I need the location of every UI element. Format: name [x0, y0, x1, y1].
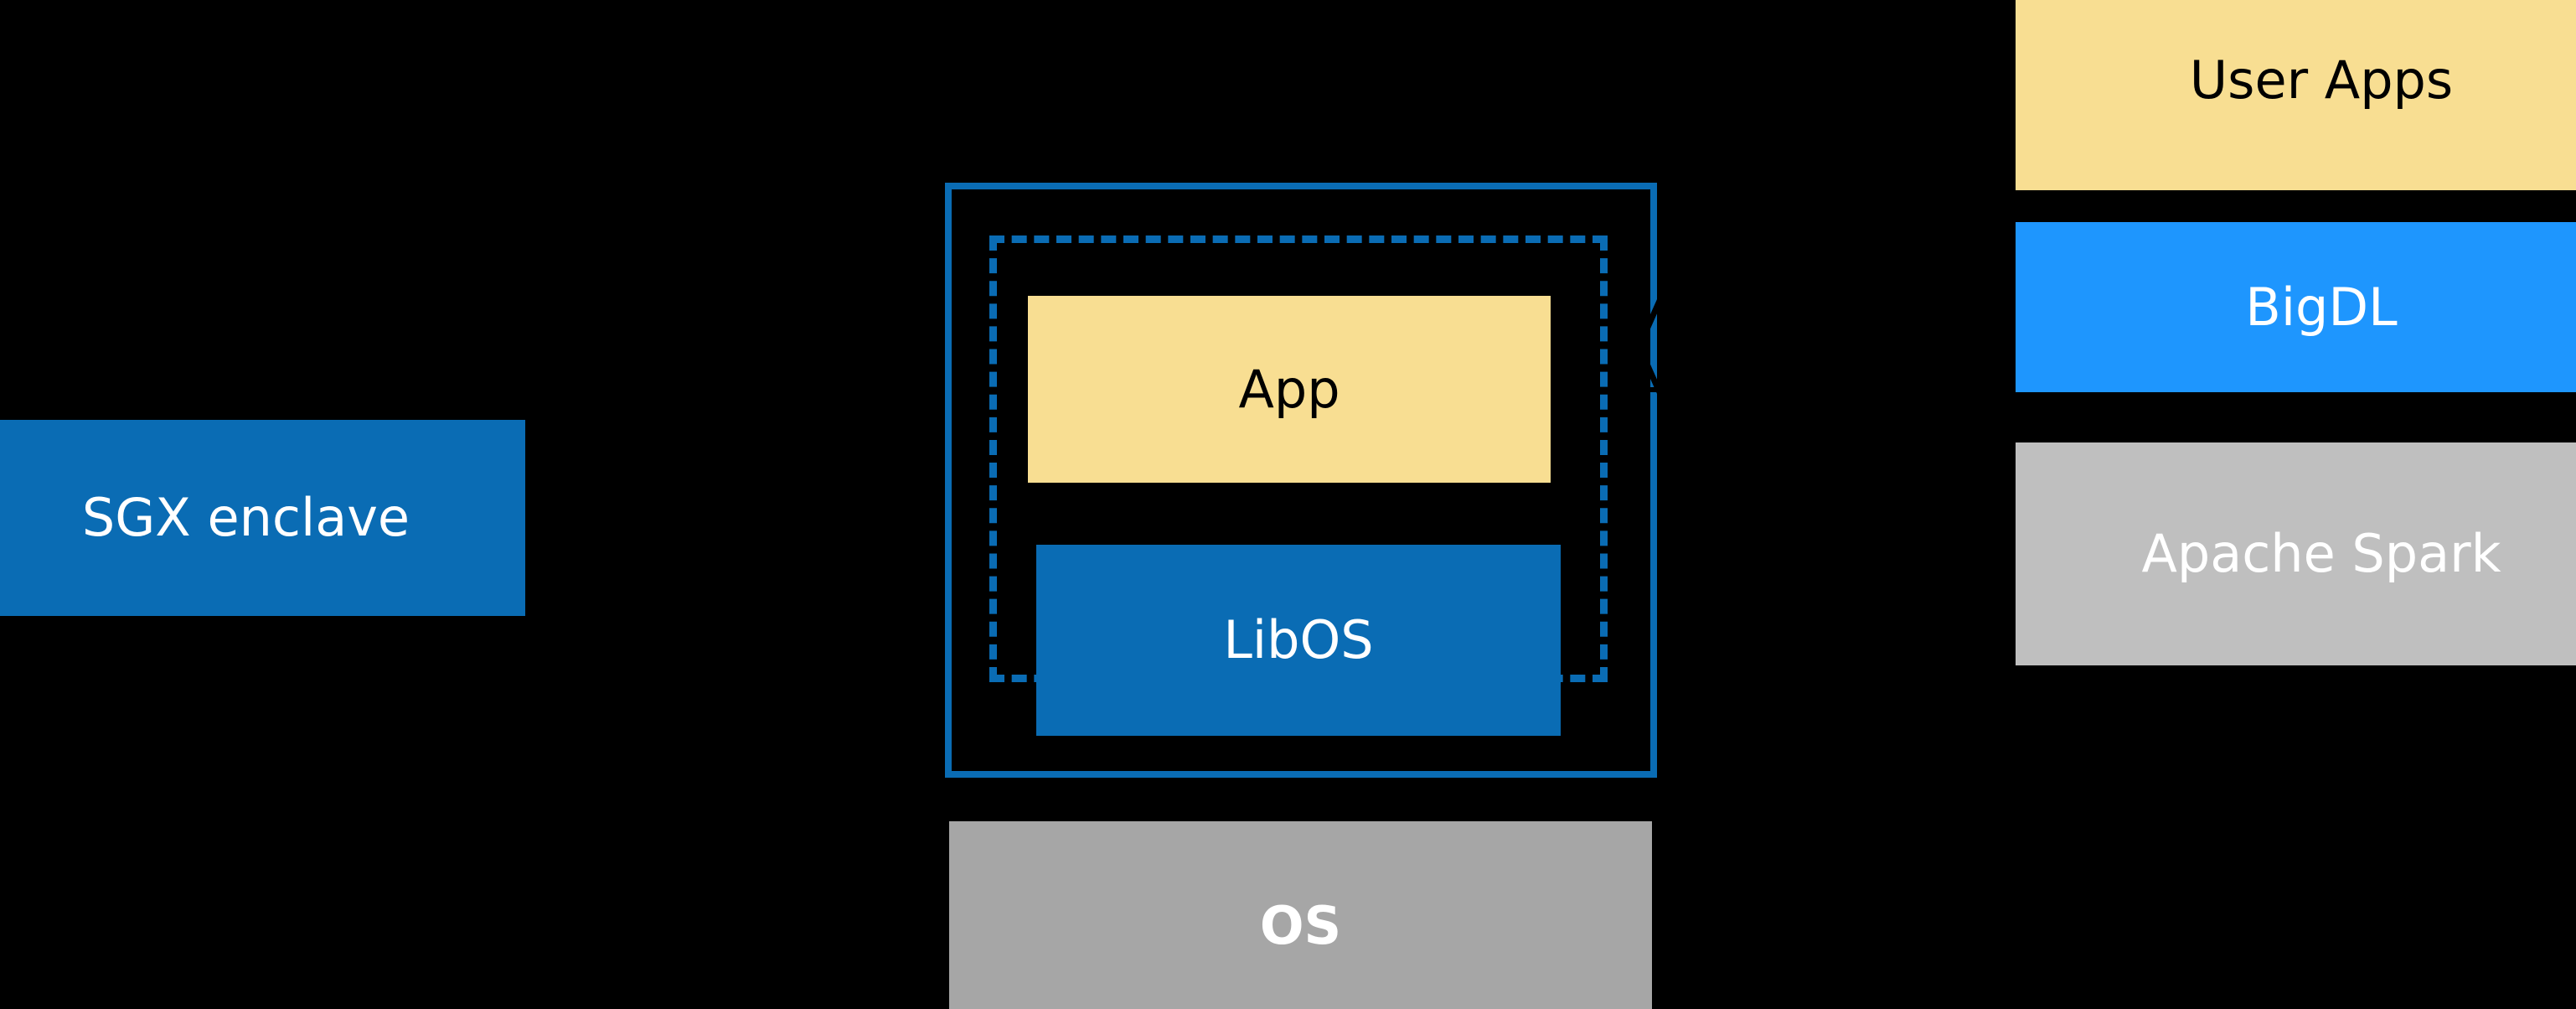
user-apps-box[interactable]: User Apps [2016, 0, 2576, 190]
connector-sgx-to-enclave-line [525, 511, 945, 516]
enclave-outer-frame [945, 183, 1657, 778]
connector-sgx-to-enclave-arrowhead [525, 501, 544, 523]
connector-app-to-userapps-line [1569, 387, 1686, 392]
bigdl-box[interactable]: BigDL [2016, 222, 2576, 392]
app-box[interactable]: App [1028, 296, 1551, 483]
apache-spark-box[interactable]: Apache Spark [2016, 442, 2576, 665]
connector-app-to-userapps-arrowhead [1551, 379, 1569, 401]
os-box[interactable]: OS [949, 821, 1652, 1009]
libos-box[interactable]: LibOS [1036, 545, 1561, 736]
sgx-enclave-box[interactable]: SGX enclave [0, 420, 525, 616]
